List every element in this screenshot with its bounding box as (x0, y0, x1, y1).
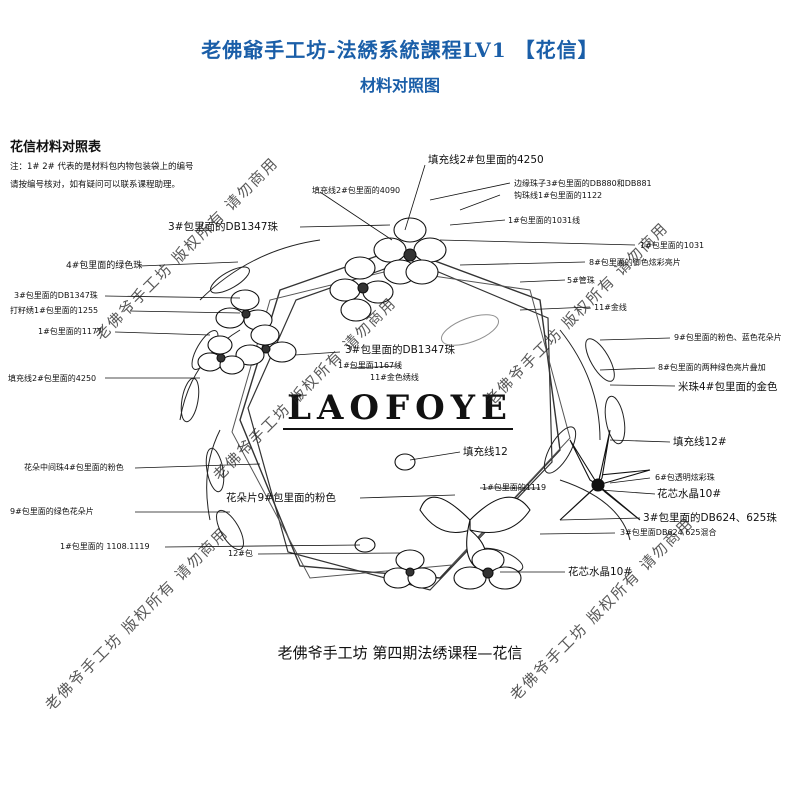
label-green-beads: 4#包里面的绿色珠 (66, 261, 142, 271)
label-filler-4090: 填充线2#包里面的4090 (312, 186, 400, 196)
label-clear-beads: 6#包透明炫彩珠 (655, 473, 715, 483)
label-1119: 1#包里面的1119 (482, 483, 546, 493)
label-pack-12: 12#包 (228, 549, 253, 559)
label-crystal-right: 花芯水晶10# (657, 488, 721, 500)
label-flower-petals-9: 9#包里面的粉色、蓝色花朵片 (674, 333, 782, 343)
brand-logo: LAOFOYE (0, 388, 800, 428)
label-pink-petals: 花朵片9#包里面的粉色 (226, 492, 336, 504)
label-filler-4250-top: 填充线2#包里面的4250 (428, 154, 544, 166)
label-db624-625: 3#包里面的DB624、625珠 (643, 512, 777, 524)
label-edge-beads: 边缘珠子3#包里面的DB880和DB881 (514, 179, 652, 189)
label-beading-thread: 钩珠线1#包里面的1122 (514, 191, 602, 201)
label-flower-center-beads: 花朵中间珠4#包里面的粉色 (24, 463, 124, 473)
label-green-sequins: 8#包里面的两种绿色亮片叠加 (658, 363, 766, 373)
label-french-knot: 打籽绣1#包里面的1255 (10, 306, 98, 316)
label-filler-12-right: 填充线12# (673, 436, 727, 448)
label-gold-embroidery: 11#金色绣线 (370, 373, 419, 383)
label-1108-1119: 1#包里面的 1108.1119 (60, 542, 150, 552)
label-green-petals: 9#包里面的绿色花朵片 (10, 507, 94, 517)
label-filler-12-center: 填充线12 (463, 446, 508, 458)
label-db1347-left: 3#包里面的DB1347珠 (14, 291, 98, 301)
label-1031-thread: 1#包里面的1031线 (508, 216, 580, 226)
label-1167: 1#包里面1167线 (338, 361, 402, 371)
logo-underline (283, 428, 513, 430)
label-filler-4250-left: 填充线2#包里面的4250 (8, 374, 96, 384)
